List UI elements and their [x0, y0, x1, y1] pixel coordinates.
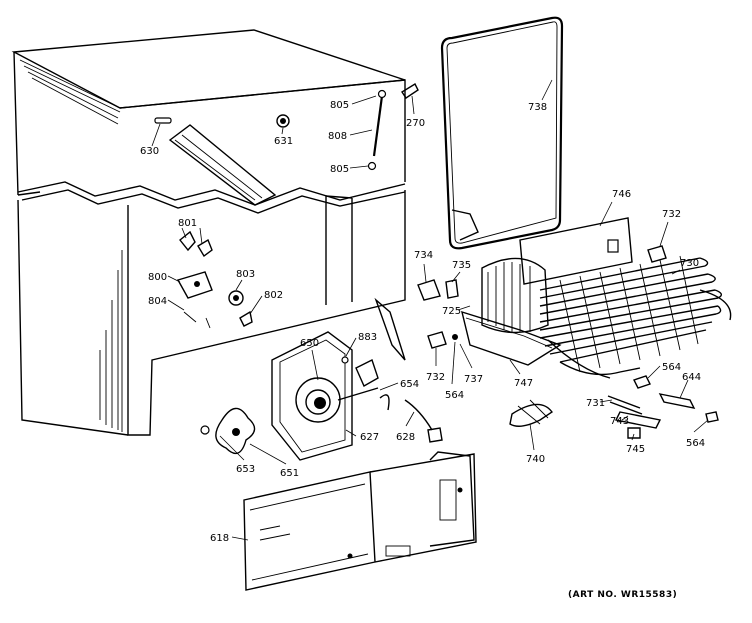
label-747: 747 [514, 378, 533, 389]
fan-assembly [200, 331, 443, 461]
thermostat-parts [367, 83, 419, 171]
label-804: 804 [148, 296, 167, 307]
clip-740 [509, 399, 554, 427]
label-801: 801 [178, 218, 197, 229]
label-800: 800 [148, 272, 167, 283]
label-725: 725 [442, 306, 461, 317]
label-740: 740 [526, 454, 545, 465]
slot-630 [154, 117, 172, 124]
heater-loop-738 [440, 16, 564, 250]
label-735: 735 [452, 260, 471, 271]
label-805-bottom: 805 [330, 164, 349, 175]
label-745: 745 [626, 444, 645, 455]
art-number: (ART NO. WR15583) [568, 590, 678, 600]
label-731: 731 [586, 398, 605, 409]
label-651: 651 [280, 468, 299, 479]
label-628: 628 [396, 432, 415, 443]
control-parts [176, 230, 253, 329]
label-654: 654 [400, 379, 419, 390]
evaporator [461, 217, 732, 379]
label-627: 627 [360, 432, 379, 443]
label-738: 738 [528, 102, 547, 113]
part-labels: 805 808 805 270 738 630 631 801 800 803 … [140, 100, 705, 544]
label-730: 730 [680, 258, 699, 269]
label-630: 630 [140, 146, 159, 157]
cover-panel-618 [243, 451, 477, 591]
label-564-right-bottom: 564 [686, 438, 705, 449]
label-732-top: 732 [662, 209, 681, 220]
label-270: 270 [406, 118, 425, 129]
label-653: 653 [236, 464, 255, 475]
label-618: 618 [210, 533, 229, 544]
label-803: 803 [236, 269, 255, 280]
label-564-center: 564 [445, 390, 464, 401]
label-631: 631 [274, 136, 293, 147]
label-737: 737 [464, 374, 483, 385]
label-805-top: 805 [330, 100, 349, 111]
label-808: 808 [328, 131, 347, 142]
label-650: 650 [300, 338, 319, 349]
small-parts-right [607, 375, 719, 439]
label-802: 802 [264, 290, 283, 301]
label-743: 743 [610, 416, 629, 427]
label-734: 734 [414, 250, 433, 261]
label-732-bottom: 732 [426, 372, 445, 383]
label-644: 644 [682, 372, 701, 383]
leader-lines [151, 79, 709, 541]
label-883: 883 [358, 332, 377, 343]
label-564-right-top: 564 [662, 362, 681, 373]
cabinet [11, 29, 406, 436]
label-746: 746 [612, 189, 631, 200]
